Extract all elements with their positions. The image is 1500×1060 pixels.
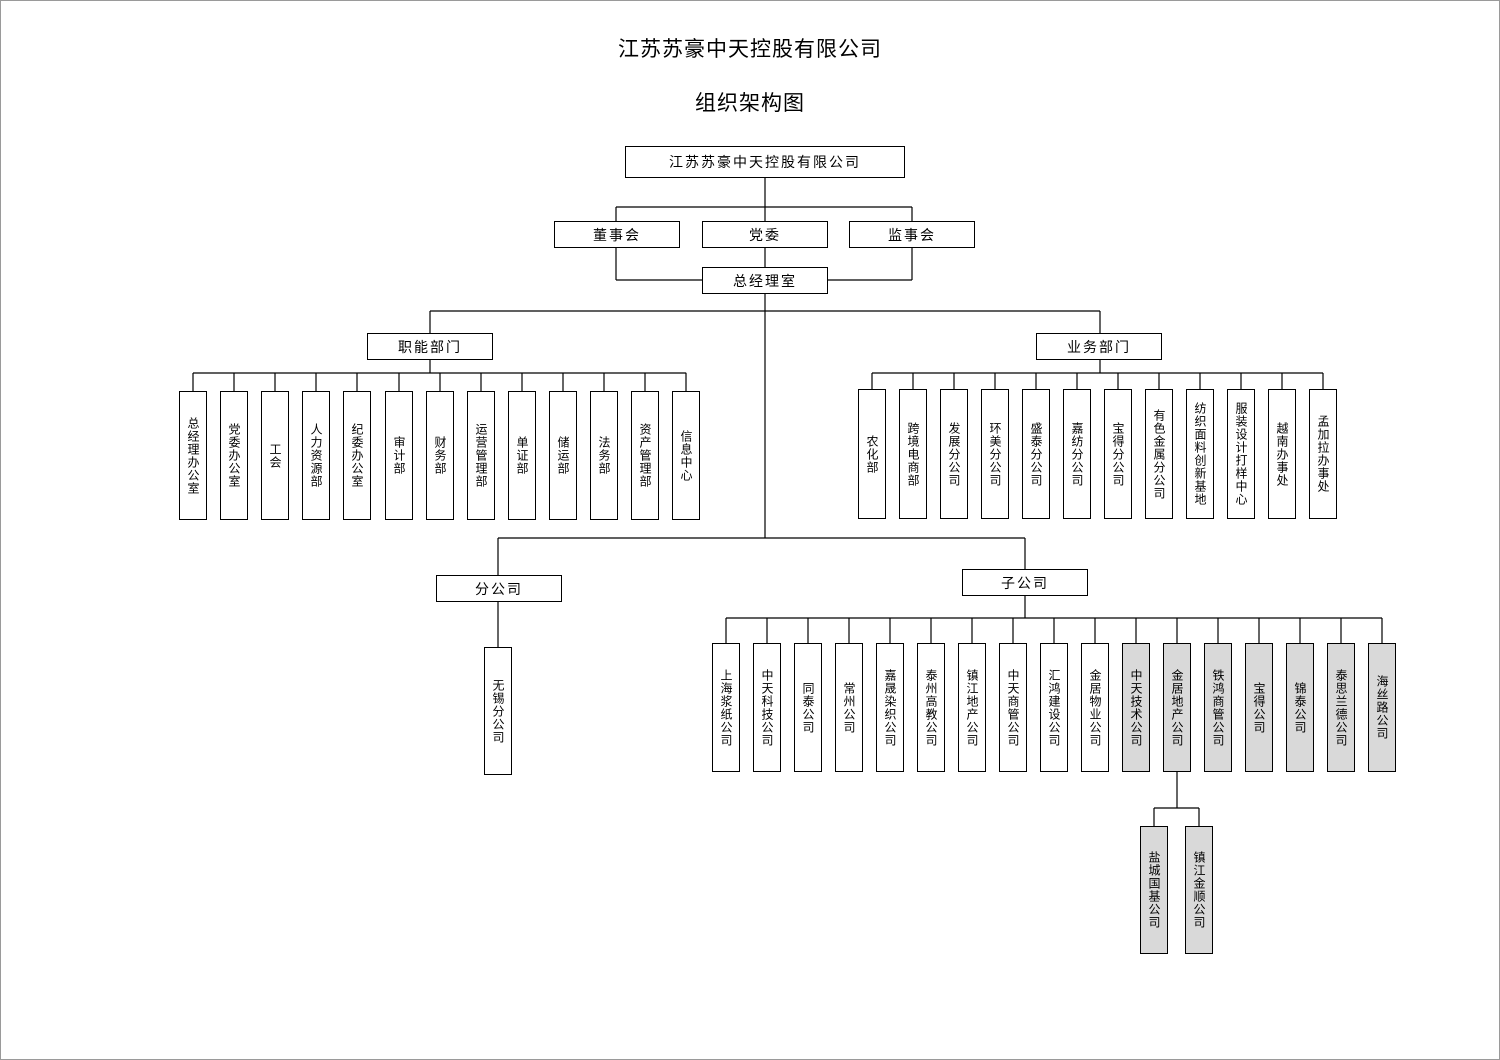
subsidiary-box: 中天商管公司 <box>999 643 1027 772</box>
functional-dept-box: 纪委办公室 <box>343 391 371 520</box>
functional-dept-box: 资产管理部 <box>631 391 659 520</box>
functional-dept-box: 储运部 <box>549 391 577 520</box>
branch-box: 无锡分公司 <box>484 647 512 775</box>
sub-subsidiary-box: 盐城国基公司 <box>1140 826 1168 954</box>
node-branches: 分公司 <box>436 575 562 602</box>
subsidiary-box: 上海浆纸公司 <box>712 643 740 772</box>
subsidiary-box: 中天科技公司 <box>753 643 781 772</box>
functional-dept-box: 党委办公室 <box>220 391 248 520</box>
business-dept-box: 盛泰分公司 <box>1022 389 1050 519</box>
subsidiary-box: 常州公司 <box>835 643 863 772</box>
subsidiary-box: 汇鸿建设公司 <box>1040 643 1068 772</box>
node-board: 董事会 <box>554 221 680 248</box>
functional-dept-box: 单证部 <box>508 391 536 520</box>
business-dept-box: 有色金属分公司 <box>1145 389 1173 519</box>
functional-dept-box: 审计部 <box>385 391 413 520</box>
node-gm-office: 总经理室 <box>702 267 828 294</box>
subsidiary-box: 金居地产公司 <box>1163 643 1191 772</box>
subsidiary-box: 泰思兰德公司 <box>1327 643 1355 772</box>
subsidiary-box: 镇江地产公司 <box>958 643 986 772</box>
functional-dept-box: 运营管理部 <box>467 391 495 520</box>
subsidiary-box: 金居物业公司 <box>1081 643 1109 772</box>
functional-dept-box: 人力资源部 <box>302 391 330 520</box>
functional-dept-box: 法务部 <box>590 391 618 520</box>
business-dept-box: 农化部 <box>858 389 886 519</box>
functional-dept-box: 信息中心 <box>672 391 700 520</box>
business-dept-box: 跨境电商部 <box>899 389 927 519</box>
business-dept-box: 发展分公司 <box>940 389 968 519</box>
subsidiary-box: 海丝路公司 <box>1368 643 1396 772</box>
sub-subsidiary-box: 镇江金顺公司 <box>1185 826 1213 954</box>
business-dept-box: 宝得分公司 <box>1104 389 1132 519</box>
subsidiary-box: 泰州高教公司 <box>917 643 945 772</box>
node-business-depts: 业务部门 <box>1036 333 1162 360</box>
business-dept-box: 环美分公司 <box>981 389 1009 519</box>
subsidiary-box: 铁鸿商管公司 <box>1204 643 1232 772</box>
node-top-company: 江苏苏豪中天控股有限公司 <box>625 146 905 178</box>
company-title: 江苏苏豪中天控股有限公司 <box>618 37 882 61</box>
business-dept-box: 孟加拉办事处 <box>1309 389 1337 519</box>
subsidiary-box: 中天技术公司 <box>1122 643 1150 772</box>
node-supervisory-board: 监事会 <box>849 221 975 248</box>
business-dept-box: 嘉纺分公司 <box>1063 389 1091 519</box>
chart-subtitle: 组织架构图 <box>695 91 805 115</box>
functional-dept-box: 财务部 <box>426 391 454 520</box>
functional-dept-box: 工会 <box>261 391 289 520</box>
business-dept-box: 越南办事处 <box>1268 389 1296 519</box>
business-dept-box: 服装设计打样中心 <box>1227 389 1255 519</box>
node-party-committee: 党委 <box>702 221 828 248</box>
node-subsidiaries: 子公司 <box>962 569 1088 596</box>
functional-dept-box: 总经理办公室 <box>179 391 207 520</box>
subsidiary-box: 同泰公司 <box>794 643 822 772</box>
node-functional-depts: 职能部门 <box>367 333 493 360</box>
business-dept-box: 纺织面料创新基地 <box>1186 389 1214 519</box>
subsidiary-box: 嘉晟染织公司 <box>876 643 904 772</box>
subsidiary-box: 锦泰公司 <box>1286 643 1314 772</box>
subsidiary-box: 宝得公司 <box>1245 643 1273 772</box>
